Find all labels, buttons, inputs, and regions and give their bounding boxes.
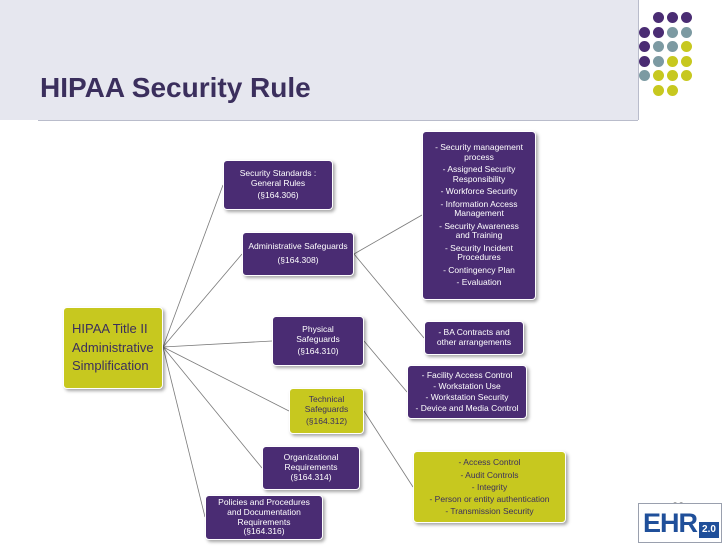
box-line: Security Standards : [239, 167, 317, 178]
box-line: Requirements [237, 516, 291, 527]
box-line: (§164.306) [257, 190, 299, 201]
hipaa-diagram: HIPAA Title II Administrative Simplifica… [58, 125, 612, 546]
box-line: - BA Contracts and [438, 327, 510, 338]
decorative-dot [667, 56, 678, 67]
decorative-dot [653, 85, 664, 96]
decorative-dot [639, 27, 650, 38]
box-line: Safeguards [304, 403, 349, 414]
box-line: (§164.310) [297, 346, 339, 357]
box-line: General Rules [250, 177, 306, 188]
connector-line [162, 184, 224, 348]
box-ba-contracts: - BA Contracts and other arrangements [424, 321, 524, 355]
decorative-dot [653, 12, 664, 23]
list-line: - Security Awareness [439, 220, 519, 231]
ehr-logo-text: EHR [643, 508, 698, 538]
decorative-dot [653, 41, 664, 52]
box-technical-list: - Access Control - Audit Controls - Inte… [413, 451, 566, 523]
decorative-dot [667, 70, 678, 81]
box-technical-safeguards: Technical Safeguards (§164.312) [289, 388, 364, 434]
box-physical-safeguards: Physical Safeguards (§164.310) [272, 316, 364, 366]
list-line: - Security Incident [444, 242, 514, 253]
root-line: Simplification [72, 358, 149, 374]
list-line: - Facility Access Control [421, 369, 513, 380]
connector-line [363, 410, 414, 488]
list-line: - Information Access [440, 198, 518, 209]
box-line: Requirements [284, 462, 338, 473]
ehr-logo: EHR 2.0 [638, 503, 722, 543]
box-administrative-list: - Security management process - Assigned… [422, 131, 536, 300]
box-line: (§164.308) [277, 255, 319, 265]
box-line: (§164.312) [305, 416, 348, 427]
connector-line [162, 346, 263, 469]
list-line: - Integrity [471, 481, 508, 492]
box-line: (§164.316) [243, 526, 285, 537]
decorative-dot [639, 70, 650, 81]
box-policies-procedures: Policies and Procedures and Documentatio… [205, 495, 323, 540]
list-line: Responsibility [452, 173, 506, 184]
box-administrative-safeguards: Administrative Safeguards (§164.308) [242, 232, 354, 276]
list-line: - Workforce Security [440, 186, 518, 197]
ehr-logo-version: 2.0 [699, 522, 719, 538]
root-box-hipaa-title-ii: HIPAA Title II Administrative Simplifica… [63, 307, 163, 389]
list-line: - Access Control [458, 457, 521, 468]
list-line: - Assigned Security [442, 164, 516, 175]
box-line: Technical [308, 393, 345, 404]
header-divider [38, 120, 638, 121]
decorative-dot [653, 27, 664, 38]
list-line: - Contingency Plan [443, 264, 515, 275]
list-line: - Device and Media Control [415, 403, 519, 414]
box-line: and Documentation [227, 506, 301, 517]
box-line: Policies and Procedures [218, 496, 310, 507]
root-line: Administrative [72, 339, 154, 355]
connector-line [162, 346, 290, 412]
decorative-dot [667, 85, 678, 96]
decorative-dot [653, 70, 664, 81]
decorative-dot [681, 12, 692, 23]
decorative-dot [667, 41, 678, 52]
list-line: Management [454, 208, 504, 219]
list-line: - Audit Controls [460, 469, 519, 480]
decorative-dot [667, 27, 678, 38]
connector-line [353, 253, 425, 339]
list-line: - Evaluation [456, 277, 502, 288]
connector-line [353, 214, 423, 255]
list-line: and Training [455, 230, 503, 241]
connector-line [363, 340, 408, 393]
decorative-dot [667, 12, 678, 23]
list-line: process [464, 151, 494, 162]
decorative-dot [681, 27, 692, 38]
connector-lines [162, 184, 425, 518]
box-line: Organizational [283, 452, 339, 463]
decorative-dot [639, 56, 650, 67]
box-line: Safeguards [296, 333, 340, 344]
list-line: Procedures [457, 252, 501, 263]
list-line: - Person or entity authentication [429, 494, 550, 505]
list-line: - Workstation Use [433, 380, 501, 391]
box-line: (§164.314) [290, 471, 332, 482]
connector-line [162, 340, 273, 348]
header-divider-vertical [638, 0, 639, 120]
list-line: - Workstation Security [425, 392, 509, 402]
list-line: - Transmission Security [445, 506, 534, 517]
box-line: Physical [302, 323, 334, 334]
connector-line [162, 346, 206, 518]
box-line: other arrangements [436, 337, 512, 347]
decorative-dot [639, 41, 650, 52]
decorative-dot [681, 56, 692, 67]
header-band [0, 0, 638, 120]
decorative-dot [681, 41, 692, 52]
root-line: HIPAA Title II [72, 320, 148, 336]
box-security-standards: Security Standards : General Rules (§164… [223, 160, 333, 210]
connector-line [162, 253, 243, 348]
decorative-dot [653, 56, 664, 67]
slide-title: HIPAA Security Rule [40, 72, 311, 103]
decorative-dot [681, 70, 692, 81]
box-organizational-requirements: Organizational Requirements (§164.314) [262, 446, 360, 490]
box-line: Administrative Safeguards [248, 241, 348, 252]
list-line: - Security management [435, 142, 523, 153]
box-physical-list: - Facility Access Control - Workstation … [407, 365, 527, 419]
